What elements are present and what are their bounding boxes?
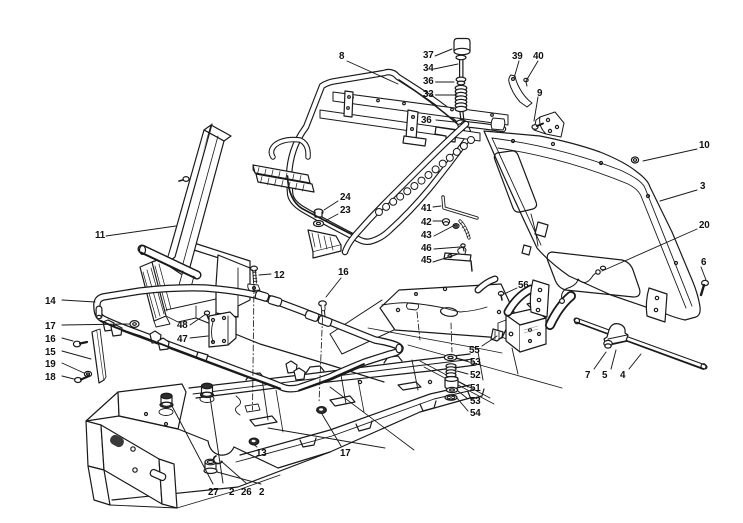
- svg-text:52: 52: [470, 370, 481, 381]
- svg-text:23: 23: [340, 205, 351, 216]
- svg-text:51: 51: [470, 383, 481, 394]
- svg-text:46: 46: [421, 243, 432, 254]
- svg-text:6: 6: [701, 257, 707, 268]
- svg-text:2: 2: [259, 487, 265, 498]
- svg-text:48: 48: [177, 320, 188, 331]
- svg-text:11: 11: [95, 230, 106, 241]
- svg-text:7: 7: [585, 370, 591, 381]
- svg-text:3: 3: [700, 181, 706, 192]
- svg-text:8: 8: [339, 51, 345, 62]
- svg-text:24: 24: [340, 192, 351, 203]
- svg-text:33: 33: [423, 89, 434, 100]
- svg-text:9: 9: [537, 88, 543, 99]
- svg-text:2: 2: [229, 487, 235, 498]
- svg-text:13: 13: [256, 448, 267, 459]
- svg-text:5: 5: [602, 370, 608, 381]
- svg-text:55: 55: [469, 345, 480, 356]
- svg-text:47: 47: [177, 334, 188, 345]
- svg-text:20: 20: [699, 220, 710, 231]
- svg-text:34: 34: [423, 63, 434, 74]
- svg-text:18: 18: [45, 372, 56, 383]
- svg-text:27: 27: [208, 487, 219, 498]
- svg-text:4: 4: [620, 370, 626, 381]
- svg-text:56: 56: [518, 280, 529, 291]
- svg-text:12: 12: [274, 270, 285, 281]
- svg-text:10: 10: [699, 140, 710, 151]
- svg-text:17: 17: [340, 448, 351, 459]
- svg-text:39: 39: [512, 51, 523, 62]
- svg-text:53: 53: [470, 396, 481, 407]
- svg-text:16: 16: [45, 334, 56, 345]
- svg-text:42: 42: [421, 217, 432, 228]
- svg-text:19: 19: [45, 359, 56, 370]
- svg-text:15: 15: [45, 347, 56, 358]
- svg-text:14: 14: [45, 296, 56, 307]
- svg-text:41: 41: [421, 203, 432, 214]
- svg-text:16: 16: [338, 267, 349, 278]
- svg-text:17: 17: [45, 321, 56, 332]
- svg-text:54: 54: [470, 408, 481, 419]
- svg-text:37: 37: [423, 50, 434, 61]
- svg-text:26: 26: [241, 487, 252, 498]
- svg-text:43: 43: [421, 230, 432, 241]
- svg-text:53: 53: [470, 357, 481, 368]
- svg-text:36: 36: [423, 76, 434, 87]
- svg-text:40: 40: [533, 51, 544, 62]
- svg-text:36: 36: [421, 115, 432, 126]
- svg-text:45: 45: [421, 255, 432, 266]
